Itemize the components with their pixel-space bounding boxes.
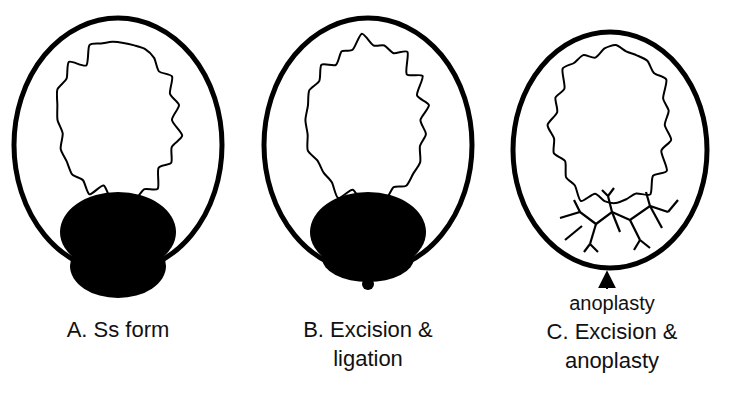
anoplasty-suture <box>650 206 662 228</box>
canal-outline <box>264 18 472 272</box>
anoplasty-suture <box>574 200 580 212</box>
anoplasty-suture <box>565 226 582 240</box>
anoplasty-suture <box>584 244 590 252</box>
canal-outline <box>14 18 222 272</box>
prolapsed-mass <box>70 234 166 298</box>
figure-caption: B. Excision & ligation <box>278 316 458 373</box>
mucosa-outline <box>57 42 182 202</box>
anoplasty-suture <box>634 240 640 250</box>
anoplasty-suture <box>602 190 608 196</box>
anal-canal-figure <box>264 18 472 290</box>
anoplasty-suture <box>640 240 650 248</box>
ligature-stump <box>362 278 374 290</box>
anoplasty-suture <box>608 188 614 196</box>
canal-outline <box>513 32 707 268</box>
anal-canal-figure <box>14 18 222 298</box>
leader-arrow <box>606 272 608 289</box>
mucosa-outline <box>305 34 429 203</box>
figure-caption: C. Excision & anoplasty <box>517 318 707 375</box>
figure-caption: A. Ss form <box>18 316 218 345</box>
ligated-mass <box>322 234 414 282</box>
anoplasty-suture <box>590 224 596 244</box>
anoplasty-suture <box>630 220 640 240</box>
anoplasty-suture <box>590 244 598 252</box>
anal-canal-figure <box>513 32 707 268</box>
anoplasty-suture <box>608 196 612 212</box>
mucosa-outline <box>548 45 672 203</box>
anoplasty-suture <box>668 200 678 212</box>
callout-label: anoplasty <box>542 290 682 316</box>
anoplasty-suture <box>646 192 650 206</box>
anoplasty-suture <box>612 212 620 232</box>
